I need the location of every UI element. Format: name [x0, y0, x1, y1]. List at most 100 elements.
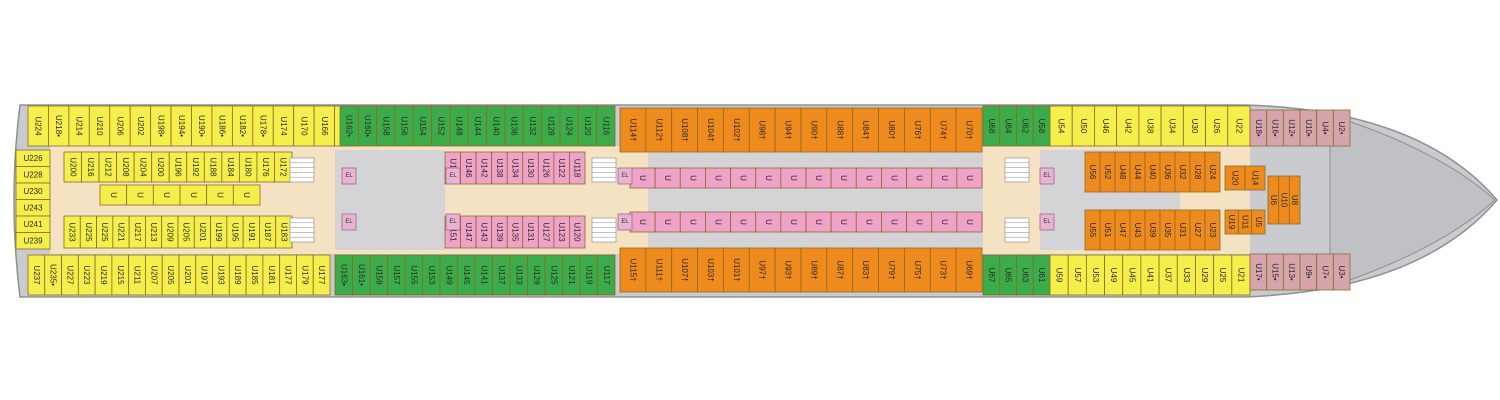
cabin-label: U221 — [117, 222, 126, 242]
cabin-label: U230 — [23, 187, 43, 196]
cabin — [1332, 253, 1351, 291]
cabin-label: U54 — [1057, 119, 1066, 134]
cabin-label: U98† — [758, 120, 767, 139]
stairs — [591, 157, 617, 183]
elevator-label: EL — [621, 219, 629, 225]
cabin-label: U108† — [680, 118, 689, 142]
cabin-label: U — [864, 219, 873, 225]
cabin-label: U115† — [628, 259, 637, 282]
cabin-label: U123 — [557, 222, 566, 242]
cabin-label: U177 — [284, 265, 293, 285]
cabin-label: U7• — [1321, 265, 1330, 278]
cabin — [800, 247, 828, 293]
cabin-label: U65 — [1004, 268, 1013, 283]
cabin-label: U214 — [75, 116, 84, 136]
cabin-label: U216 — [86, 157, 95, 177]
cabin-label: U — [162, 192, 171, 198]
cabin-label: U180 — [244, 157, 253, 177]
void-stern — [335, 150, 445, 250]
cabin-label: U8 — [1290, 195, 1299, 206]
cabin-label: U178• — [259, 115, 268, 137]
cabin-label: U31 — [1178, 223, 1187, 238]
cabin-label: U133 — [514, 265, 523, 285]
cabin-label: U — [965, 175, 974, 181]
cabin-label: U192 — [191, 157, 200, 177]
cabin-label: U125 — [549, 265, 558, 285]
cabin-label: U58 — [1037, 119, 1046, 134]
cabin — [232, 184, 261, 206]
cabin-label: U3• — [1337, 265, 1346, 278]
elevator — [445, 213, 461, 231]
cabin-label: U28 — [1193, 165, 1202, 180]
cabin-label: U206 — [115, 116, 124, 136]
cabin-label: U59 — [1055, 268, 1064, 283]
cabin-label: U239 — [23, 236, 43, 245]
cabin-label: U194• — [177, 115, 186, 137]
cabin-label: U9• — [1304, 265, 1313, 278]
cabin-label: U134 — [511, 158, 520, 178]
cabin — [826, 107, 854, 153]
cabin-label: U103† — [706, 258, 715, 282]
cabin-label: U2• — [1337, 121, 1346, 134]
cabin-label: U93† — [784, 260, 793, 279]
cabin-label: U243 — [23, 203, 43, 212]
cabin-label: U29 — [1200, 268, 1209, 283]
cabin-label: U73† — [939, 260, 948, 279]
cabin-label: U — [940, 219, 949, 225]
cabin-label: U136 — [510, 116, 519, 136]
cabin-label: U154 — [418, 116, 427, 136]
cabin-label: U97† — [758, 260, 767, 279]
cabin — [596, 105, 616, 147]
cabin-label: U151 — [448, 222, 457, 242]
cabin-label: U — [189, 192, 198, 198]
cabin-label: U202 — [136, 116, 145, 136]
cabin — [1244, 165, 1266, 191]
cabin-label: U79† — [887, 260, 896, 279]
cabin — [619, 247, 647, 293]
cabin-label: U16• — [1271, 119, 1280, 137]
cabin-label: U155 — [409, 265, 418, 285]
stairs — [289, 217, 315, 243]
cabin-label: U13• — [1287, 263, 1296, 281]
cabin-label: U80† — [887, 120, 896, 139]
stairs — [289, 157, 315, 183]
cabin — [904, 247, 931, 293]
stairs — [1004, 217, 1030, 243]
cabin-label: U233 — [68, 222, 77, 242]
cabin-label: U219 — [99, 265, 108, 285]
cabin-label: U39 — [1148, 223, 1157, 238]
cabin — [1204, 209, 1221, 251]
cabin-label: U38 — [1146, 119, 1155, 134]
cabin-label: U — [890, 219, 899, 225]
cabin-label: U — [940, 175, 949, 181]
corridor-stern — [50, 146, 62, 254]
cabin-label: U217 — [133, 222, 142, 242]
cabin-label: U144 — [473, 116, 482, 136]
elevator-label: EL — [1043, 219, 1051, 225]
cabin-label: U116 — [601, 117, 610, 136]
cabin-label: U148 — [455, 116, 464, 136]
cabin-label: U127 — [542, 222, 551, 242]
elevator — [445, 167, 461, 185]
cabin-label: U205 — [166, 265, 175, 285]
cabin-label: U207 — [149, 265, 158, 285]
cabin — [723, 107, 750, 153]
cabin — [619, 107, 647, 153]
stairs — [591, 217, 617, 243]
cabin-label: U47 — [1118, 223, 1127, 238]
cabin-label: U104† — [706, 118, 715, 142]
cabin-label: U186• — [218, 115, 227, 137]
cabin-label: U188 — [209, 157, 218, 177]
cabin-label: U209 — [165, 222, 174, 242]
cabin-label: U218• — [54, 115, 63, 137]
cabin-label: U181 — [267, 265, 276, 285]
cabin-label: U53 — [1091, 268, 1100, 283]
cabin-label: U — [864, 175, 873, 181]
cabin-label: U170 — [299, 116, 308, 136]
cabin-label: U — [890, 175, 899, 181]
cabin-label: U161• — [357, 264, 366, 286]
cabin-label: U — [663, 219, 672, 225]
elevator-label: EL — [449, 173, 457, 179]
elevator-label: EL — [1043, 173, 1051, 179]
cabin-label: U126 — [542, 158, 551, 178]
